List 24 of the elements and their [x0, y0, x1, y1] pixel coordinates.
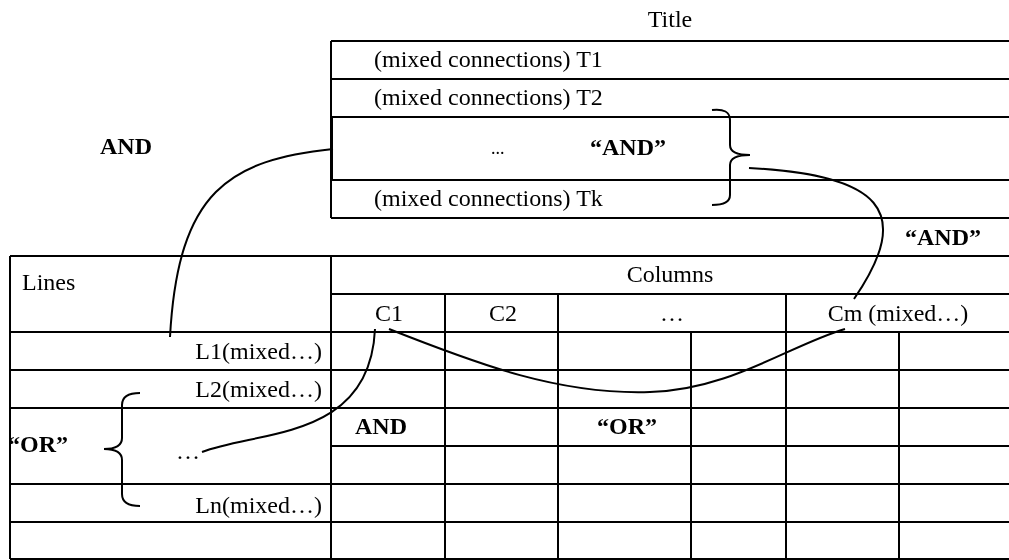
table-title: Title — [646, 5, 694, 34]
row-text: (mixed connections) Tk — [332, 181, 632, 217]
column-header: C1 — [370, 297, 408, 329]
row-text: (mixed connections) T2 — [332, 80, 632, 116]
row-header: Lines — [22, 262, 102, 302]
connector-curve — [748, 167, 884, 300]
row-header: L2(mixed…) — [140, 373, 322, 405]
column-header: … — [658, 297, 686, 329]
operator-label: “OR” — [8, 430, 68, 459]
column-header: Columns — [620, 258, 720, 290]
connector-curve — [201, 328, 376, 453]
row-header: L1(mixed…) — [140, 335, 322, 367]
column-header: C2 — [484, 297, 522, 329]
connector-curve — [388, 328, 846, 394]
operator-label: “AND” — [590, 133, 666, 162]
operator-label: AND — [355, 412, 407, 441]
column-header: Cm (mixed…) — [789, 297, 1007, 329]
operator-label: “OR” — [597, 412, 657, 441]
connector-curve — [169, 148, 334, 338]
operator-label: AND — [100, 132, 152, 161]
operator-label: “AND” — [905, 223, 981, 252]
row-header: … — [174, 440, 202, 462]
row-header: Ln(mixed…) — [140, 489, 322, 521]
row-text: (mixed connections) T1 — [332, 42, 632, 78]
